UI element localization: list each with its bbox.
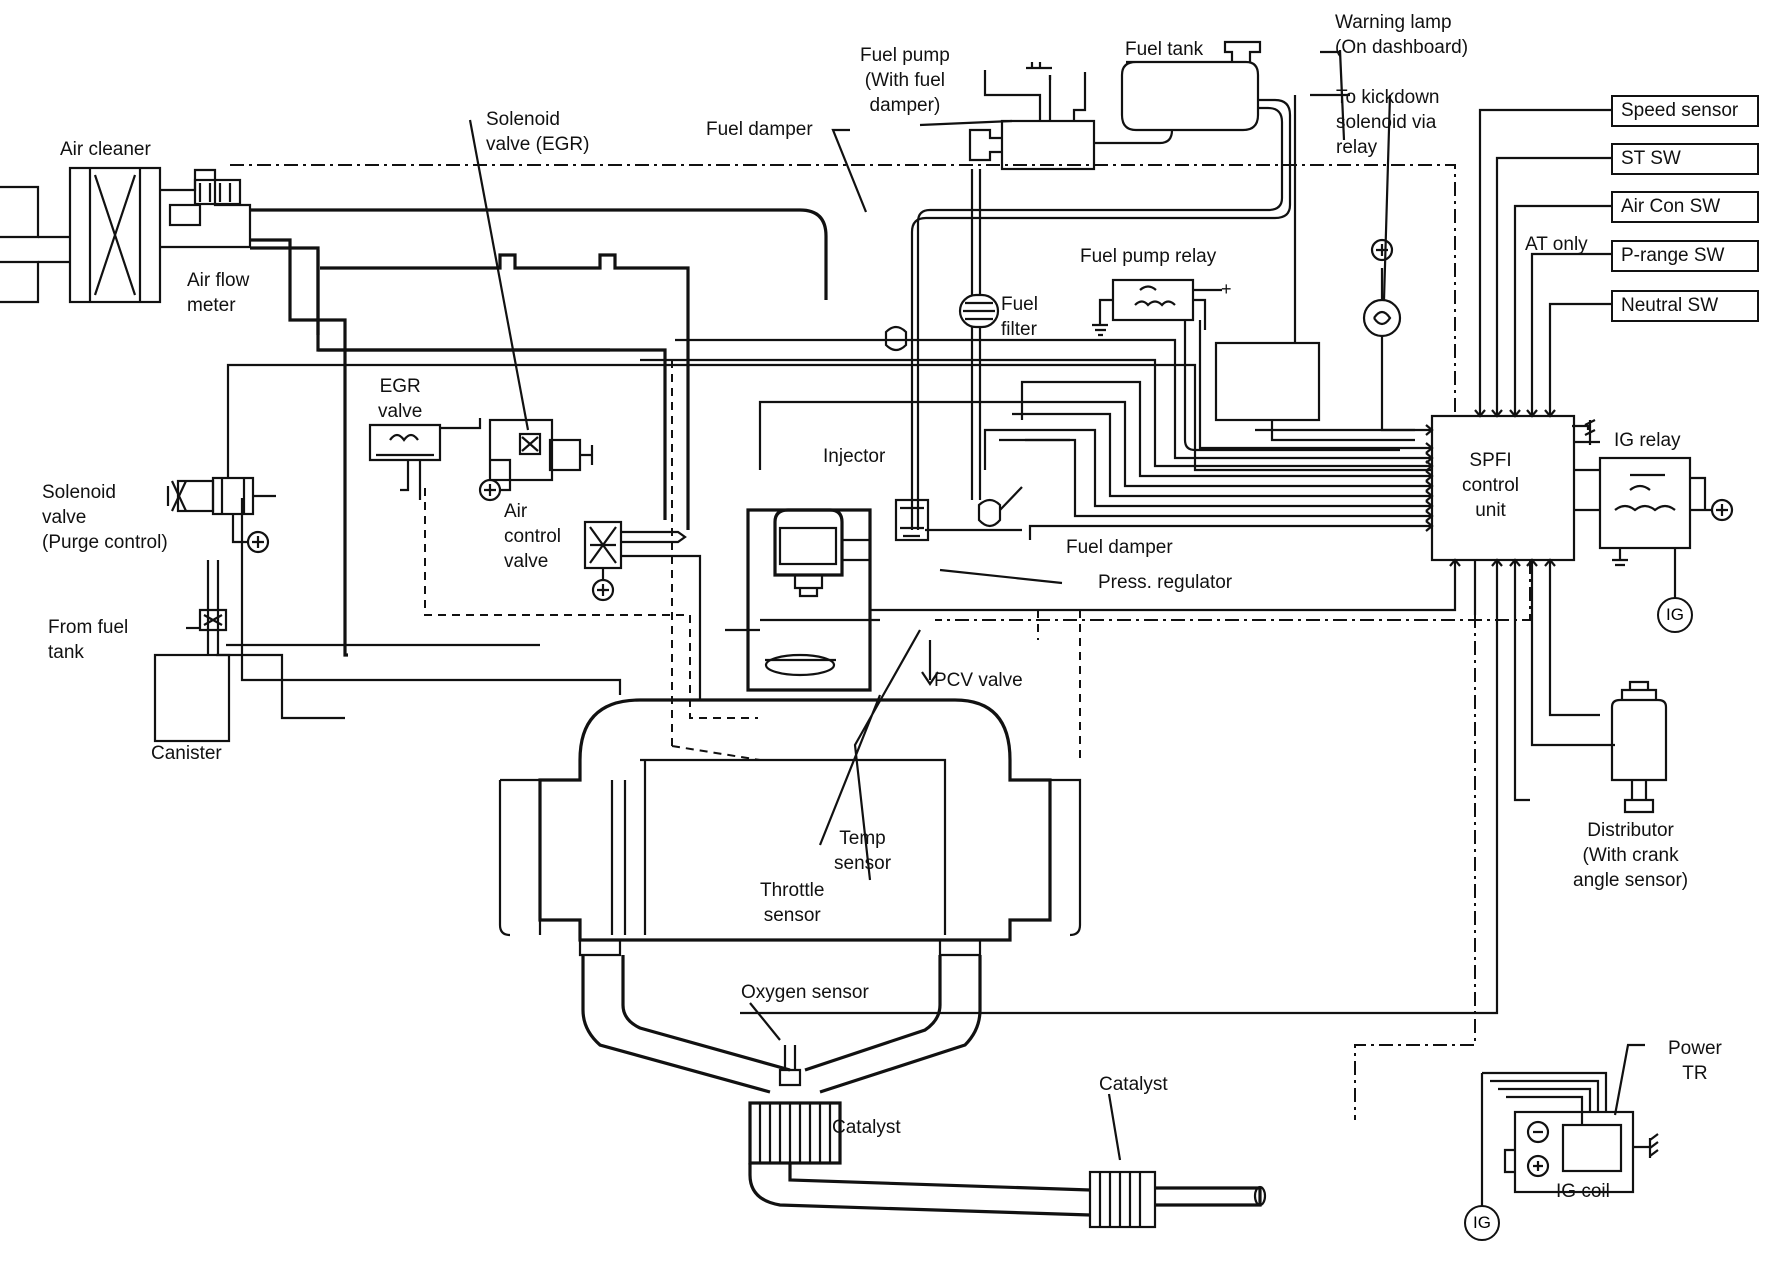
neutral-sw-box: Neutral SW xyxy=(1611,290,1759,322)
label-ig-coil: IG coil xyxy=(1556,1181,1610,1202)
label-air-cleaner: Air cleaner xyxy=(60,139,151,160)
label-air-control-valve: Air control valve xyxy=(504,501,562,572)
fuel-pump xyxy=(968,62,1096,171)
air-cleaner xyxy=(0,166,162,304)
ig-terminal-coil: IG xyxy=(1464,1205,1500,1241)
label-fuel-tank: Fuel tank xyxy=(1125,39,1204,60)
label-air-flow-meter: Air flow meter xyxy=(187,270,250,316)
label-solenoid-valve-purge: Solenoid valve (Purge control) xyxy=(42,482,168,553)
distributor xyxy=(1610,680,1668,814)
solenoid-valve-egr xyxy=(468,119,594,482)
label-canister: Canister xyxy=(151,743,222,764)
injector xyxy=(773,508,872,598)
st-sw-box: ST SW xyxy=(1611,143,1759,175)
label-fuel-pump: Fuel pump (With fuel damper) xyxy=(860,45,950,116)
label-spfi-control-unit: SPFI control unit xyxy=(1462,450,1520,521)
label-distributor: Distributor (With crank angle sensor) xyxy=(1573,820,1689,891)
label-solenoid-valve-egr: Solenoid valve (EGR) xyxy=(486,109,590,155)
label-warning-lamp: Warning lamp (On dashboard) xyxy=(1335,12,1469,58)
engine-block xyxy=(498,698,1082,957)
label-pcv-valve: PCV valve xyxy=(934,670,1023,691)
label-ig-relay: IG relay xyxy=(1614,430,1681,451)
egr-valve xyxy=(368,418,482,500)
label-kickdown: To kickdown solenoid via relay xyxy=(1336,87,1440,158)
label-temp-sensor: Temp sensor xyxy=(834,828,892,874)
label-press-regulator: Press. regulator xyxy=(1098,572,1233,593)
label-at-only: AT only xyxy=(1525,234,1588,255)
warning-lamp xyxy=(1362,238,1415,432)
label-injector: Injector xyxy=(823,446,886,467)
label-power-tr: Power TR xyxy=(1668,1038,1722,1084)
ig-terminal-relay: IG xyxy=(1657,597,1693,633)
label-fuel-damper-top: Fuel damper xyxy=(706,119,813,140)
catalyst-main xyxy=(748,1101,842,1165)
exhaust-manifold xyxy=(581,955,982,1094)
exhaust-pipe xyxy=(748,1163,1267,1229)
air-flow-meter xyxy=(160,168,252,249)
air-con-sw-box: Air Con SW xyxy=(1611,191,1759,223)
label-from-fuel-tank: From fuel tank xyxy=(48,617,129,663)
label-fuel-filter: Fuel filter xyxy=(1001,294,1038,340)
label-catalyst-pipe: Catalyst xyxy=(1099,1074,1168,1095)
ignition-module xyxy=(1480,1071,1659,1215)
pcv-valve-line xyxy=(921,640,939,686)
label-fuel-pump-relay: Fuel pump relay xyxy=(1080,246,1217,267)
label-throttle-sensor: Throttle sensor xyxy=(760,880,825,926)
kickdown-relay-box xyxy=(1214,341,1321,422)
air-control-valve xyxy=(583,520,702,700)
label-egr-valve: EGR valve xyxy=(378,376,423,422)
p-range-sw-box: P-range SW xyxy=(1611,240,1759,272)
label-oxygen-sensor: Oxygen sensor xyxy=(741,982,869,1003)
canister xyxy=(153,560,540,743)
press-regulator xyxy=(894,498,930,542)
spfi-control-unit xyxy=(1430,414,1576,562)
plus-fuel-pump-relay: + xyxy=(1221,279,1232,299)
label-fuel-damper-mid: Fuel damper xyxy=(1066,537,1173,558)
ig-relay xyxy=(1572,419,1734,600)
label-catalyst-main: Catalyst xyxy=(832,1117,901,1138)
speed-sensor-box: Speed sensor xyxy=(1611,95,1759,127)
throttle-body xyxy=(725,508,880,692)
fuel-tank xyxy=(910,40,1292,530)
